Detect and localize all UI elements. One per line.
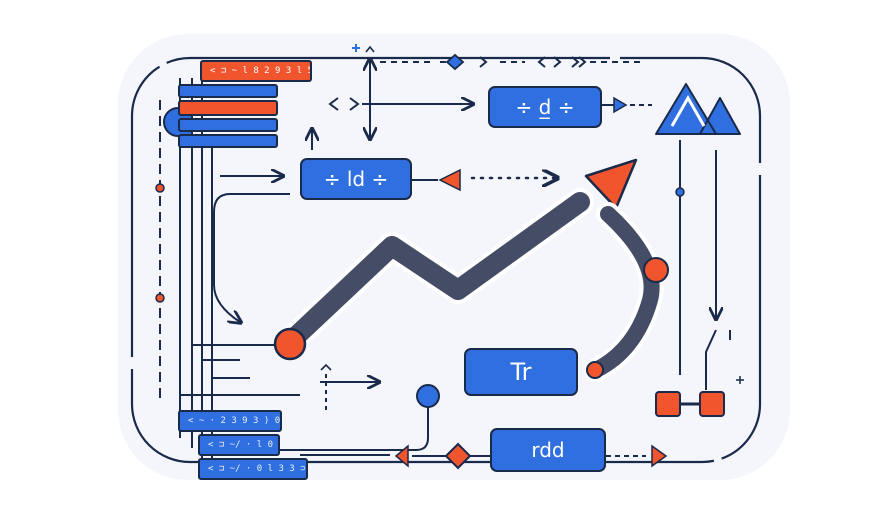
bottom-chip-3-label: < ⊐ ~/ · 0 l 3 3 ⊃ 3 0 5	[208, 464, 306, 474]
left-stack-bar-4	[178, 134, 278, 148]
orange-right-triangle-icon	[651, 444, 668, 468]
outer-frame	[130, 56, 762, 464]
left-node-dot-2	[155, 293, 165, 303]
orange-block-left	[655, 391, 681, 417]
triangle-logo-icon	[655, 83, 741, 135]
top-chevrons-icon	[537, 56, 587, 68]
bottom-chip-3[interactable]: < ⊐ ~/ · 0 l 3 3 ⊃ 3 0 5	[198, 458, 308, 480]
double-chevron-icon	[328, 97, 360, 111]
plus-icon	[352, 44, 360, 52]
tr-box-label: Tr	[510, 358, 532, 386]
bottom-chip-2-label: < ⊐ ~/ · l 0 3 ⊃	[208, 440, 278, 450]
arc-line-fill	[588, 206, 660, 378]
ld-box-label: ÷ ld ÷	[323, 167, 389, 191]
trend-line	[280, 192, 590, 352]
left-bus-lines	[179, 78, 213, 470]
right-bend	[705, 329, 717, 390]
rdd-box[interactable]: rdd	[490, 428, 606, 472]
bottom-chip-2[interactable]: < ⊐ ~/ · l 0 3 ⊃	[198, 434, 280, 456]
arc-bottom-dot	[586, 361, 604, 379]
background-panel	[118, 34, 790, 480]
bus-connectors	[180, 344, 300, 396]
d-box-label: ÷ d̲ ÷	[515, 95, 575, 119]
top-diamond-icon	[445, 53, 465, 71]
caret-icon	[365, 45, 375, 53]
trend-start-dot	[273, 327, 307, 361]
left-stack-bar-3	[178, 118, 278, 132]
triangle-logo-inner	[670, 94, 706, 127]
bottom-chip-1[interactable]: < ~ · 2 3 9 3 ) 0 / 5	[178, 410, 282, 432]
trend-arrowhead	[584, 158, 638, 210]
left-node-dot	[155, 183, 165, 193]
arc-end-dot	[643, 257, 669, 283]
blue-play-icon	[613, 96, 628, 114]
right-dot	[675, 187, 685, 197]
curve-arrow-left	[213, 193, 290, 322]
orange-left-triangle-icon	[394, 444, 409, 468]
blue-dot	[416, 384, 440, 408]
ld-box[interactable]: ÷ ld ÷	[300, 158, 412, 200]
sparkle-icon	[736, 376, 744, 384]
top-chip[interactable]: < ⊐ ~ l 8 2 9 3 l 5 l 4 8 5	[200, 60, 312, 82]
left-stack-bar-1	[178, 84, 278, 98]
small-chevron-icon	[320, 363, 332, 371]
orange-block-right	[699, 391, 725, 417]
d-box[interactable]: ÷ d̲ ÷	[488, 86, 602, 128]
rdd-box-label: rdd	[531, 438, 565, 462]
blue-dot-stem	[226, 407, 429, 451]
tr-box[interactable]: Tr	[464, 348, 578, 396]
top-chip-label: < ⊐ ~ l 8 2 9 3 l 5 l 4 8 5	[210, 66, 310, 76]
top-arrow-icon	[479, 56, 488, 68]
orange-triangle-icon	[438, 168, 461, 192]
bottom-chip-1-label: < ~ · 2 3 9 3 ) 0 / 5	[188, 416, 281, 426]
left-stack-bar-2	[178, 100, 278, 116]
